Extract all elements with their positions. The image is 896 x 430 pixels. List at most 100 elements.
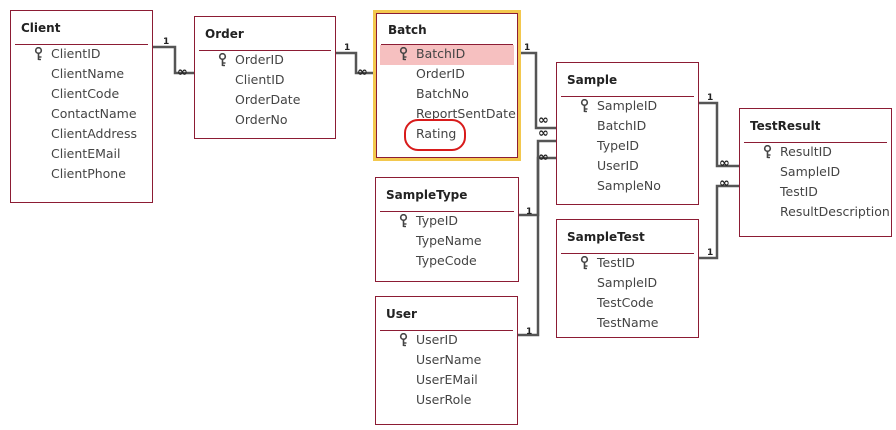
relationship-line[interactable] (153, 45, 194, 75)
field-name: Rating (416, 126, 457, 141)
field-row[interactable]: SampleID (744, 163, 887, 183)
table-title[interactable]: Sample (567, 73, 618, 87)
field-row[interactable]: ClientPhone (15, 165, 148, 185)
field-name: ResultDescription (780, 204, 890, 219)
field-name: SampleNo (597, 178, 661, 193)
primary-key-icon (399, 214, 408, 228)
field-name: UserEMail (416, 372, 478, 387)
title-divider (561, 96, 694, 97)
field-row[interactable]: SampleID (561, 274, 694, 294)
table-title[interactable]: SampleType (386, 188, 468, 202)
table-title[interactable]: Client (21, 21, 61, 35)
field-row[interactable]: UserName (380, 351, 513, 371)
field-row[interactable]: ClientAddress (15, 125, 148, 145)
field-row[interactable]: UserID (380, 331, 513, 351)
field-row[interactable]: UserID (561, 157, 694, 177)
field-name: TypeName (416, 233, 482, 248)
field-name: ClientID (51, 46, 101, 61)
primary-key-icon (399, 47, 408, 61)
field-name: TypeID (597, 138, 640, 153)
relationship-line[interactable] (521, 51, 556, 130)
field-row[interactable]: TypeID (380, 212, 514, 232)
cardinality-one: 1 (707, 248, 713, 258)
field-row[interactable]: ClientID (15, 45, 148, 65)
field-row[interactable]: ClientCode (15, 85, 148, 105)
relationship-line[interactable] (336, 51, 373, 75)
field-row[interactable]: SampleID (561, 97, 694, 117)
field-name: UserID (597, 158, 639, 173)
field-row[interactable]: Rating (380, 125, 514, 145)
table-title[interactable]: SampleTest (567, 230, 645, 244)
field-row[interactable]: UserRole (380, 391, 513, 411)
field-name: ClientCode (51, 86, 120, 101)
field-name: OrderID (416, 66, 465, 81)
field-row[interactable]: TypeID (561, 137, 694, 157)
field-name: BatchID (416, 46, 466, 61)
title-divider (199, 50, 331, 51)
title-divider (381, 44, 513, 45)
primary-key-icon (580, 99, 589, 113)
table-title[interactable]: User (386, 307, 417, 321)
field-row[interactable]: TestName (561, 314, 694, 334)
relationship-line[interactable] (699, 184, 739, 260)
relationship-line[interactable] (519, 139, 556, 217)
field-row[interactable]: ClientEMail (15, 145, 148, 165)
table-title[interactable]: Order (205, 27, 244, 41)
field-row[interactable]: OrderID (380, 65, 514, 85)
title-divider (380, 330, 513, 331)
field-row[interactable]: BatchNo (380, 85, 514, 105)
title-divider (15, 44, 148, 45)
field-row[interactable]: ResultDescription (744, 203, 890, 223)
cardinality-one: 1 (707, 93, 713, 103)
field-name: TestCode (597, 295, 654, 310)
field-row[interactable]: TypeName (380, 232, 514, 252)
field-name: SampleID (780, 164, 841, 179)
field-row[interactable]: ResultID (744, 143, 887, 163)
cardinality-many: ∞ (538, 150, 549, 165)
field-row[interactable]: ClientID (199, 71, 331, 91)
field-row[interactable]: OrderNo (199, 111, 331, 131)
cardinality-many: ∞ (177, 65, 188, 80)
field-name: BatchID (597, 118, 647, 133)
primary-key-icon (763, 145, 772, 159)
field-name: ClientName (51, 66, 125, 81)
field-row[interactable]: TestID (744, 183, 887, 203)
field-name: ReportSentDate (416, 106, 516, 121)
field-row[interactable]: BatchID (561, 117, 694, 137)
relationship-line[interactable] (518, 156, 556, 337)
field-name: BatchNo (416, 86, 469, 101)
field-row[interactable]: ContactName (15, 105, 148, 125)
field-row[interactable]: TypeCode (380, 252, 514, 272)
table-title[interactable]: TestResult (750, 119, 821, 133)
relationship-line[interactable] (699, 101, 739, 168)
field-name: ContactName (51, 106, 137, 121)
cardinality-many: ∞ (719, 156, 730, 171)
table-title[interactable]: Batch (388, 23, 427, 37)
field-row[interactable]: BatchID (380, 45, 514, 65)
field-row[interactable]: SampleNo (561, 177, 694, 197)
field-row[interactable]: ReportSentDate (380, 105, 516, 125)
field-row[interactable]: UserEMail (380, 371, 513, 391)
cardinality-one: 1 (524, 43, 530, 53)
field-row[interactable]: ClientName (15, 65, 148, 85)
field-name: OrderNo (235, 112, 288, 127)
field-row[interactable]: TestCode (561, 294, 694, 314)
cardinality-many: ∞ (538, 126, 549, 141)
field-name: ClientEMail (51, 146, 121, 161)
cardinality-one: 1 (163, 37, 169, 47)
field-name: UserName (416, 352, 482, 367)
field-row[interactable]: OrderDate (199, 91, 331, 111)
field-row[interactable]: OrderID (199, 51, 331, 71)
field-name: UserID (416, 332, 458, 347)
primary-key-icon (580, 256, 589, 270)
primary-key-icon (34, 47, 43, 61)
field-row[interactable]: TestID (561, 254, 694, 274)
